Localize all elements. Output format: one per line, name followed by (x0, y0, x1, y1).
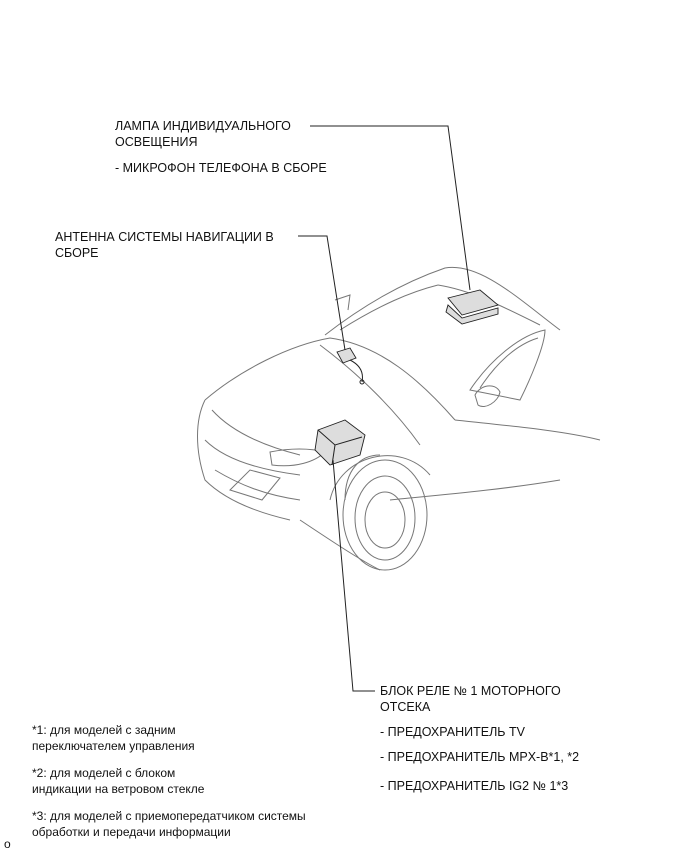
antenna-part (336, 347, 365, 385)
relay-block-part (314, 419, 366, 466)
fuse-ig2-label: - ПРЕДОХРАНИТЕЛЬ IG2 № 1*3 (380, 779, 569, 793)
microphone-label: - МИКРОФОН ТЕЛЕФОНА В СБОРЕ (115, 161, 327, 175)
lamp-assembly-part (445, 289, 499, 325)
corner-mark: o (4, 837, 11, 851)
fuse-tv-label: - ПРЕДОХРАНИТЕЛЬ TV (380, 725, 525, 739)
note-3-line2: обработки и передачи информации (32, 825, 231, 839)
note-1-line2: переключателем управления (32, 739, 195, 753)
car-body-outline (197, 266, 601, 571)
relay-label-line1: БЛОК РЕЛЕ № 1 МОТОРНОГО (380, 684, 561, 698)
note-3-line1: *3: для моделей с приемопередатчиком сис… (32, 809, 306, 823)
lamp-label-line2: ОСВЕЩЕНИЯ (115, 135, 198, 149)
lamp-label-line1: ЛАМПА ИНДИВИДУАЛЬНОГО (115, 119, 291, 133)
relay-label-line2: ОТСЕКА (380, 700, 431, 714)
leader-lines (298, 125, 471, 692)
antenna-label-line2: СБОРЕ (55, 246, 99, 260)
note-2-line2: индикации на ветровом стекле (32, 782, 205, 796)
note-1-line1: *1: для моделей с задним (32, 723, 176, 737)
antenna-label-line1: АНТЕННА СИСТЕМЫ НАВИГАЦИИ В (55, 230, 274, 244)
fuse-mpx-label: - ПРЕДОХРАНИТЕЛЬ MPX-B*1, *2 (380, 750, 580, 764)
note-2-line1: *2: для моделей с блоком (32, 766, 176, 780)
